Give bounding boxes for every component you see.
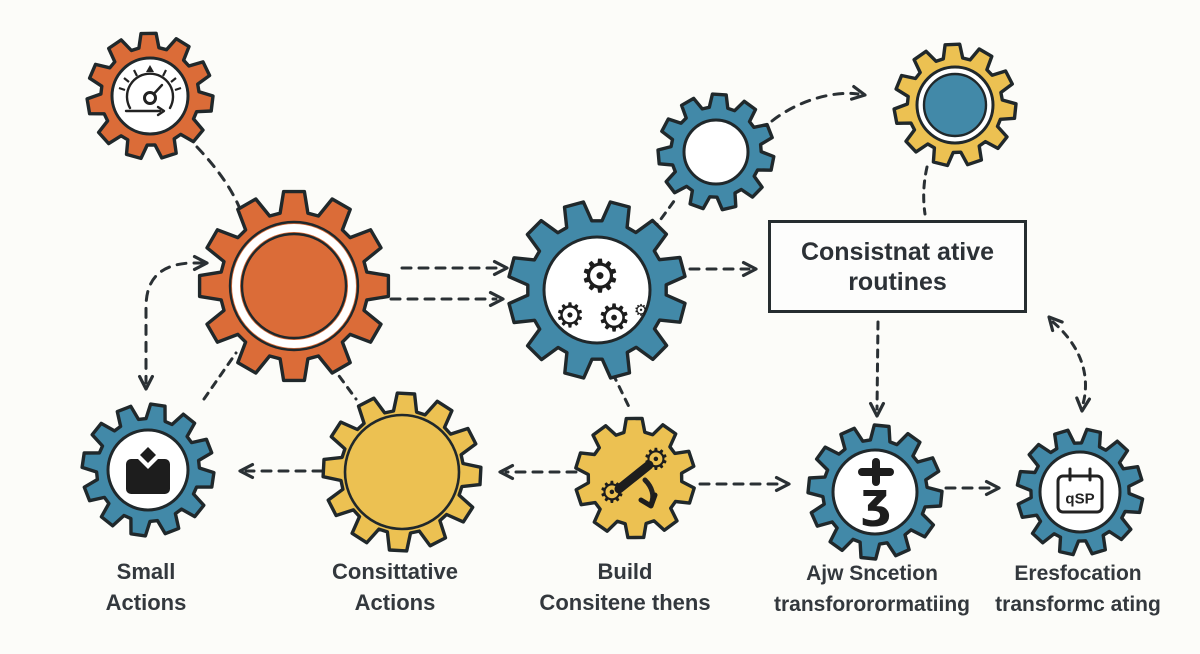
- connector-box-eresfocation-curve: [1051, 320, 1087, 406]
- svg-text:ʒ: ʒ: [861, 472, 892, 528]
- label-small-actions-line1: Small: [116, 559, 176, 584]
- gauge-gear: [85, 31, 215, 161]
- svg-text:⚙: ⚙: [579, 249, 620, 303]
- ezh-cross-icon: ʒ: [858, 458, 894, 528]
- connector-small-actions-to-big-orange: [202, 351, 238, 401]
- connector-yellow-top-to-box: [922, 165, 929, 216]
- big-orange-gear: [197, 189, 391, 383]
- svg-text:⚙: ⚙: [555, 296, 585, 336]
- label-build-line1: Build: [597, 559, 653, 584]
- mini-gears-icon: ⚙ ⚙ ⚙ ⚙: [555, 249, 648, 340]
- routines-box: Consistnat ative routines: [768, 220, 1027, 313]
- label-small-actions-line2: Actions: [105, 590, 187, 615]
- arrowheads: [138, 85, 1091, 496]
- connector-big-teal-to-build: [611, 372, 633, 413]
- small-actions-gear: [80, 402, 216, 538]
- yellow-teal-disc-gear: [892, 42, 1018, 168]
- connector-box-to-ajw: [875, 320, 880, 411]
- svg-text:⚙: ⚙: [597, 296, 631, 340]
- label-ajw-line2: transfororormatiing: [773, 593, 971, 616]
- label-build-line2: Consitene thens: [539, 590, 711, 615]
- routines-box-line1: Consistnat ative: [800, 237, 995, 266]
- dumbbell-icon: ⚙ ⚙: [599, 443, 670, 511]
- inbox-diamond-icon: [126, 447, 170, 494]
- label-eresfocation: Eresfocation transformc ating: [995, 558, 1161, 620]
- build-gear: ⚙ ⚙: [574, 416, 696, 540]
- big-teal-gear: ⚙ ⚙ ⚙ ⚙: [507, 200, 687, 380]
- label-small-actions: Small Actions: [106, 556, 187, 618]
- svg-text:⚙: ⚙: [599, 476, 626, 511]
- routines-box-line2: routines: [848, 267, 947, 296]
- svg-text:⚙: ⚙: [634, 301, 648, 320]
- connector-gauge-to-big-orange: [195, 145, 242, 211]
- label-consittative-line2: Actions: [354, 590, 436, 615]
- label-ajw-line1: Ajw Sncetion: [806, 562, 938, 585]
- calendar-icon: qSP: [1056, 467, 1104, 514]
- label-build-consitene: Build Consitene thens: [539, 556, 710, 618]
- svg-text:⚙: ⚙: [643, 443, 670, 478]
- label-consittative-line1: Consittative: [332, 559, 458, 584]
- label-eresfocation-line1: Eresfocation: [1014, 562, 1142, 585]
- label-eresfocation-line2: transformc ating: [995, 593, 1161, 616]
- eresfocation-gear: qSP: [1015, 427, 1145, 557]
- label-consittative-actions: Consittative Actions: [332, 556, 458, 618]
- consittative-gear: [321, 391, 483, 553]
- label-ajw-sncetion: Ajw Sncetion transfororormatiing: [774, 558, 970, 620]
- small-teal-gear: [656, 92, 776, 212]
- connector-small-teal-to-yellow-top: [770, 91, 860, 123]
- gauge-icon: [118, 65, 182, 117]
- connector-layer: [138, 85, 1091, 496]
- calendar-icon-text: qSP: [1065, 491, 1094, 508]
- connector-loop-into-big-orange-and-small-actions: [144, 261, 205, 385]
- ajw-gear: ʒ: [806, 423, 944, 561]
